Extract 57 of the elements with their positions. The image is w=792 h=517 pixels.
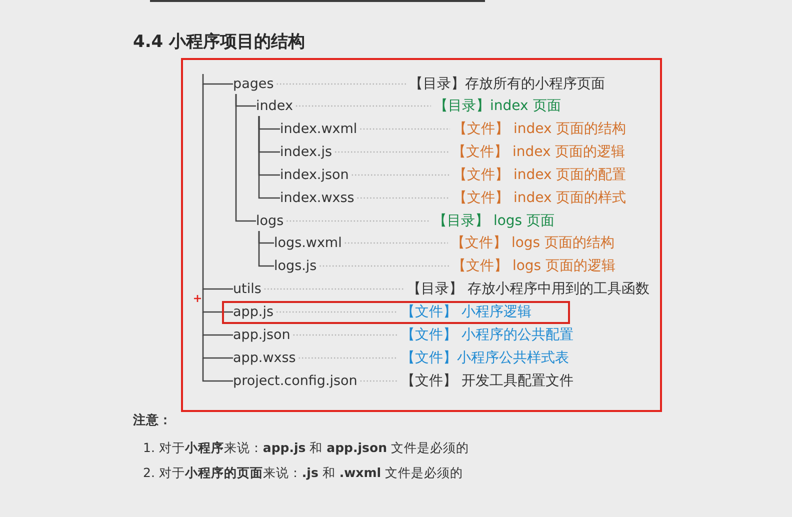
leader-line (360, 380, 398, 382)
leader-line (298, 357, 398, 359)
tree-line (202, 358, 233, 382)
leader-line (352, 174, 450, 176)
description-text: 【文件】 开发工具配置文件 (401, 371, 574, 391)
folder-name: utils (233, 279, 262, 299)
description-text: 【文件】 index 页面的逻辑 (452, 142, 626, 162)
description-text: 【目录】index 页面 (434, 96, 561, 116)
folder-name: logs (256, 211, 284, 231)
folder-name: pages (233, 74, 274, 94)
tree-line (235, 94, 256, 222)
description-text: 【文件】 logs 页面的结构 (451, 233, 615, 253)
leader-line (357, 197, 450, 199)
leader-line (276, 311, 398, 313)
note-heading: 注意： (133, 411, 172, 429)
leader-line (296, 105, 431, 107)
frame-box (181, 58, 662, 412)
tree-line (202, 84, 233, 290)
tree-line (202, 335, 233, 359)
file-name: index.wxss (280, 188, 354, 208)
description-text: 【文件】 index 页面的样式 (453, 188, 626, 208)
file-name: app.js (233, 302, 274, 322)
description-text: 【文件】 index 页面的结构 (453, 119, 626, 139)
tree-line (202, 74, 233, 85)
description-text: 【文件】 小程序的公共配置 (401, 325, 574, 345)
file-name: index.wxml (280, 119, 358, 139)
description-text: 【目录】 存放小程序中用到的工具函数 (407, 279, 650, 299)
tree-line (258, 231, 274, 267)
description-text: 【目录】存放所有的小程序页面 (409, 74, 605, 94)
leader-line (335, 151, 449, 153)
leader-line (320, 265, 449, 267)
leader-line (360, 128, 450, 130)
leader-line (286, 220, 430, 222)
file-name: app.json (233, 325, 290, 345)
leader-line (264, 288, 404, 290)
description-text: 【文件】 小程序逻辑 (401, 302, 532, 322)
leader-line (293, 334, 398, 336)
tree-line (202, 289, 233, 313)
file-name: app.wxss (233, 348, 296, 368)
tree-line (258, 116, 280, 199)
leader-line (276, 83, 406, 85)
file-name: logs.js (274, 256, 317, 276)
file-name: logs.wxml (274, 233, 342, 253)
highlight-box (222, 301, 570, 324)
file-name: index.json (280, 165, 349, 185)
description-text: 【文件】 logs 页面的逻辑 (452, 256, 616, 276)
tree-line (202, 312, 233, 336)
file-name: project.config.json (233, 371, 358, 391)
note-text: 1. 对于小程序来说：app.js 和 app.json 文件是必须的 (143, 439, 469, 457)
note-text: 2. 对于小程序的页面来说：.js 和 .wxml 文件是必须的 (143, 464, 463, 482)
file-name: index.js (280, 142, 332, 162)
title: 4.4 小程序项目的结构 (133, 31, 306, 53)
leader-line (344, 242, 448, 244)
description-text: 【目录】 logs 页面 (433, 211, 555, 231)
description-text: 【文件】 index 页面的配置 (453, 165, 626, 185)
folder-name: index (256, 96, 293, 116)
description-text: 【文件】小程序公共样式表 (401, 348, 569, 368)
